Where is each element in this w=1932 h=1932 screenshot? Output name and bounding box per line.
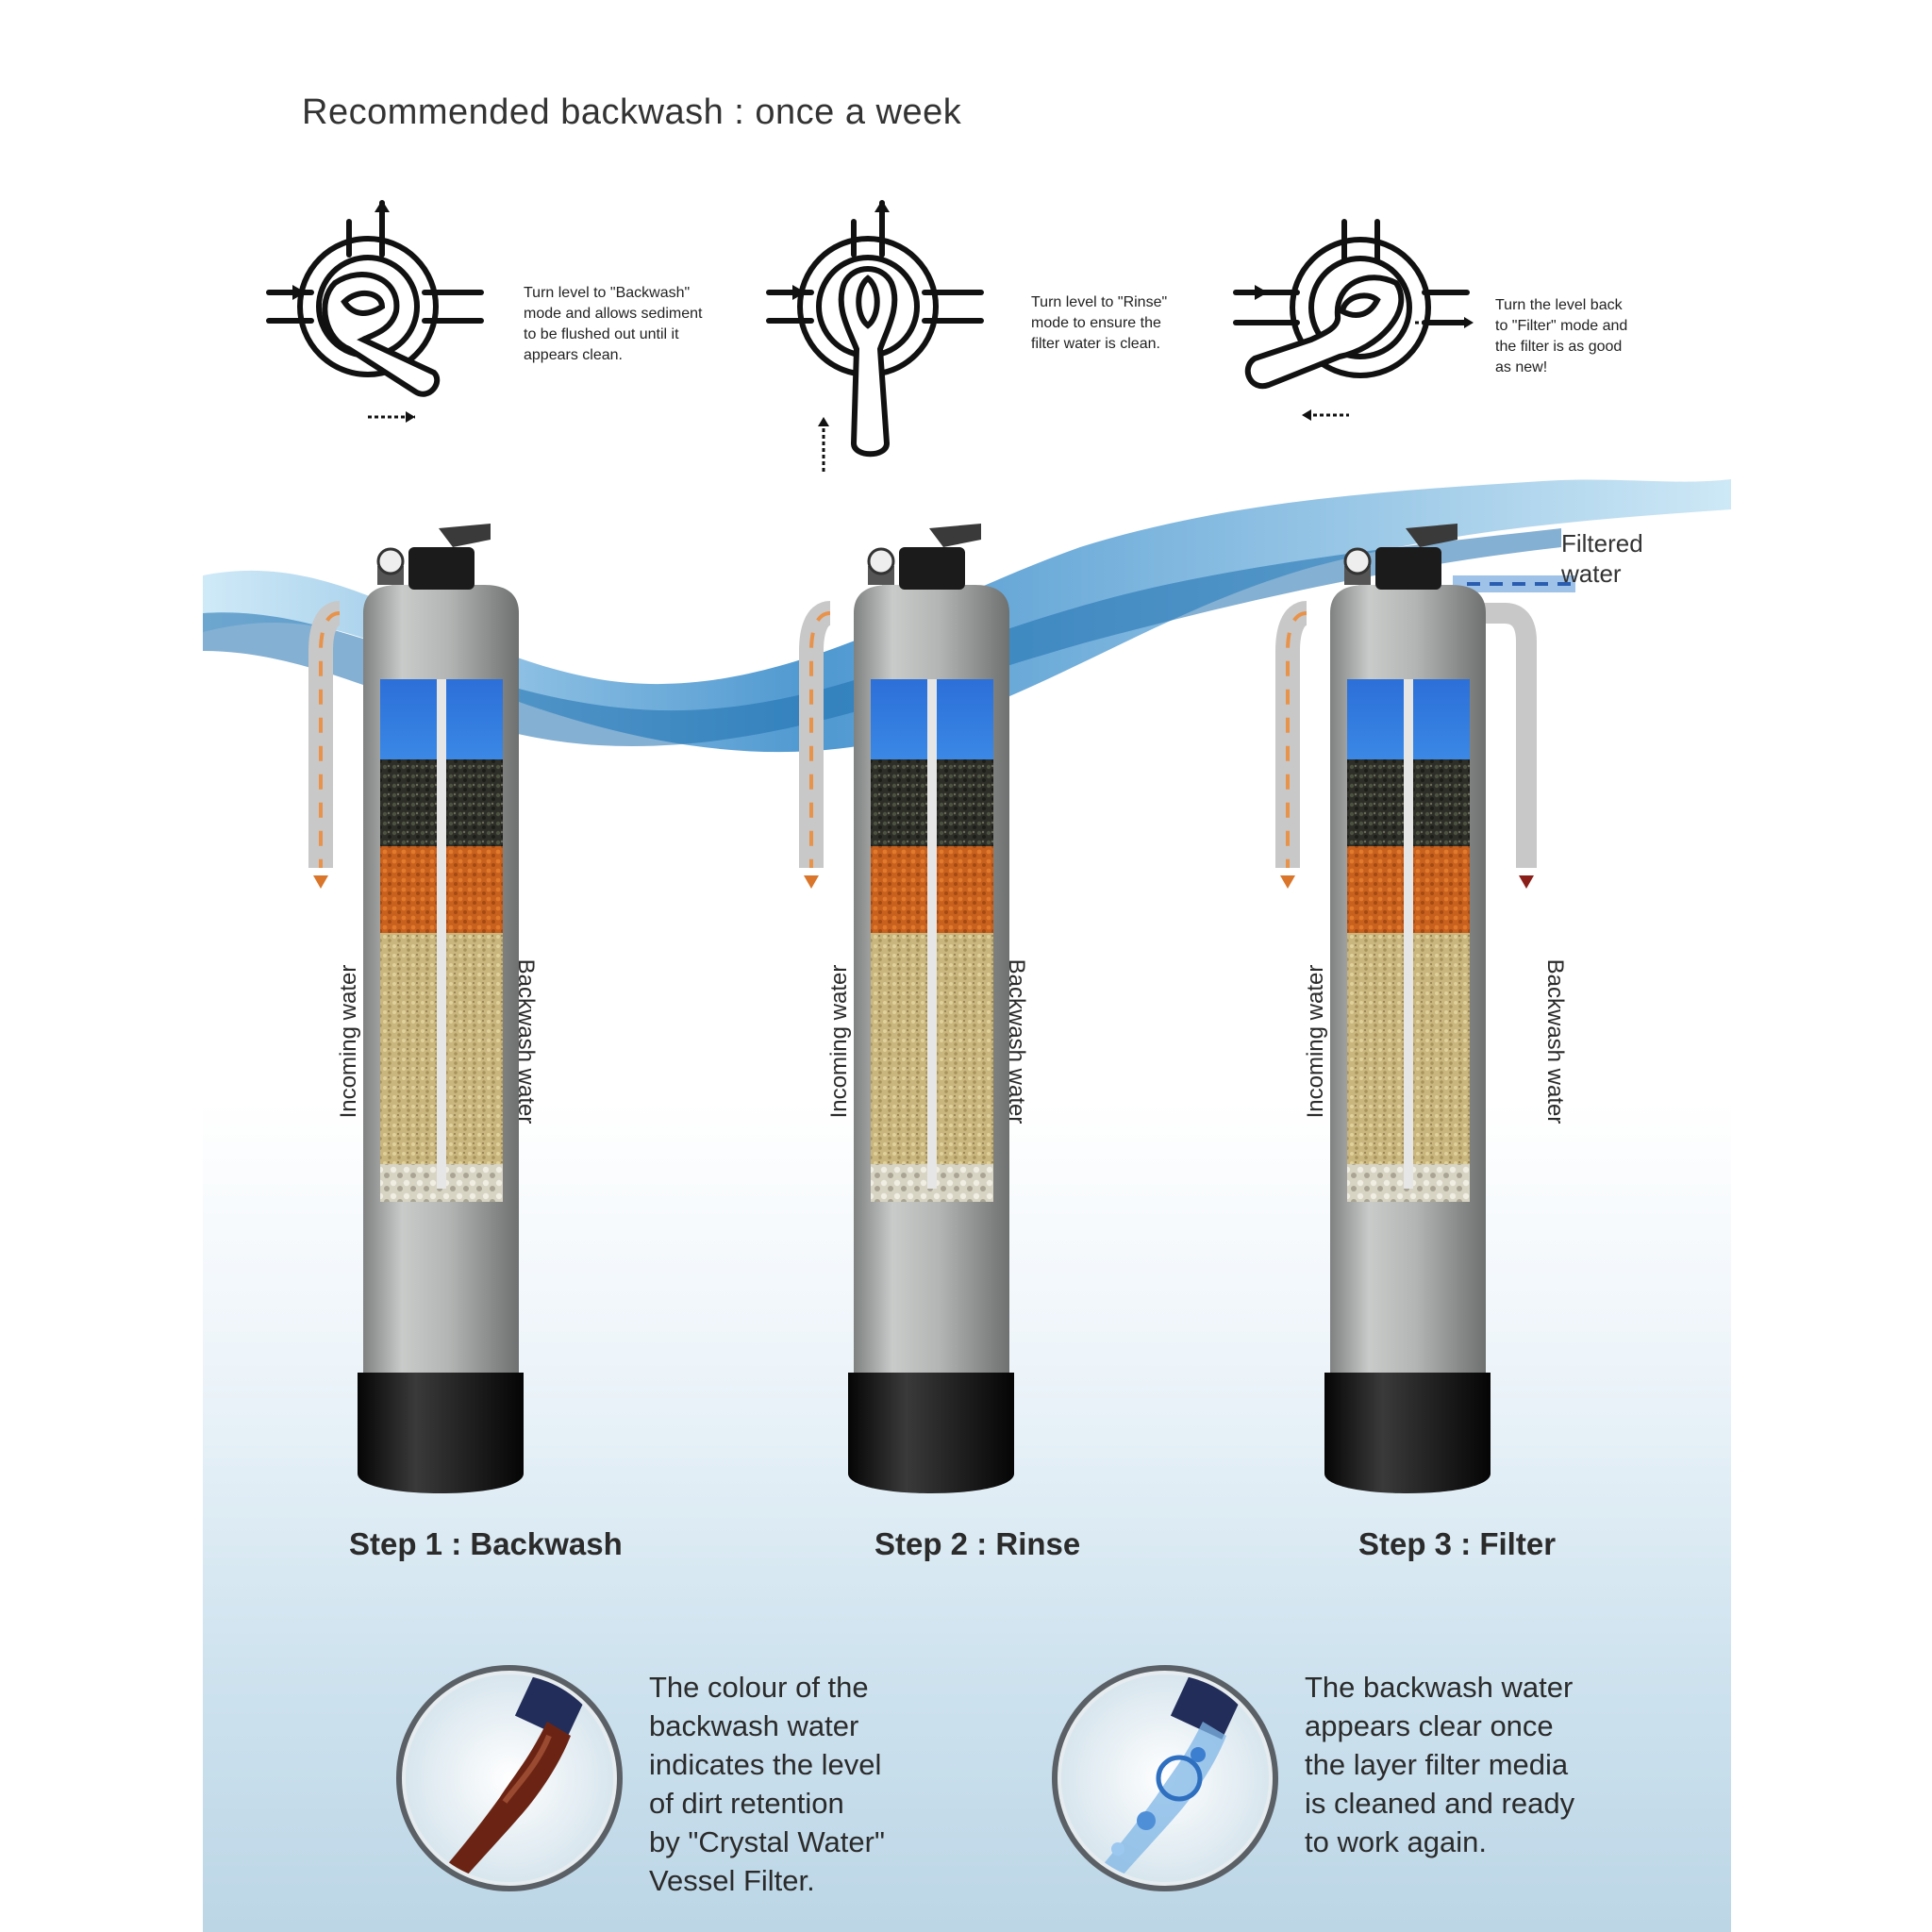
filter-tank-filter xyxy=(1275,524,1575,1493)
backwash-water-label-2: Backwash water xyxy=(1004,958,1029,1124)
valve-note-backwash: Turn level to "Backwash" mode and allows… xyxy=(524,285,703,363)
dirty-backwash-water-lens xyxy=(396,1665,623,1891)
valve-note-rinse: Turn level to "Rinse" mode to ensure the… xyxy=(1031,294,1168,352)
step-1-title: Step 1 : Backwash xyxy=(349,1526,623,1561)
callout-dirty-water-text: The colour of the backwash water indicat… xyxy=(649,1671,885,1897)
incoming-water-label-2: Incoming water xyxy=(826,964,852,1119)
backwash-water-label-3: Backwash water xyxy=(1542,958,1568,1124)
backwash-water-label-1: Backwash water xyxy=(513,958,539,1124)
valve-diagram-backwash xyxy=(266,200,484,423)
incoming-water-label-3: Incoming water xyxy=(1303,964,1328,1119)
valve-note-filter: Turn the level back to "Filter" mode and… xyxy=(1495,297,1628,375)
incoming-water-label-1: Incoming water xyxy=(336,964,361,1119)
step-2-title: Step 2 : Rinse xyxy=(874,1526,1081,1561)
filter-tank-rinse xyxy=(799,524,1014,1493)
page-title: Recommended backwash : once a week xyxy=(302,92,962,132)
valve-diagram-filter xyxy=(1233,219,1474,421)
valve-diagram-rinse xyxy=(766,200,984,472)
clear-backwash-water-lens xyxy=(1052,1665,1278,1891)
step-3-title: Step 3 : Filter xyxy=(1358,1526,1557,1561)
filtered-water-label: Filtered water xyxy=(1561,529,1643,588)
filter-tank-backwash xyxy=(308,524,524,1493)
callout-clear-water-text: The backwash water appears clear once th… xyxy=(1305,1671,1575,1858)
poster: Recommended backwash : once a week Turn … xyxy=(203,0,1731,1932)
